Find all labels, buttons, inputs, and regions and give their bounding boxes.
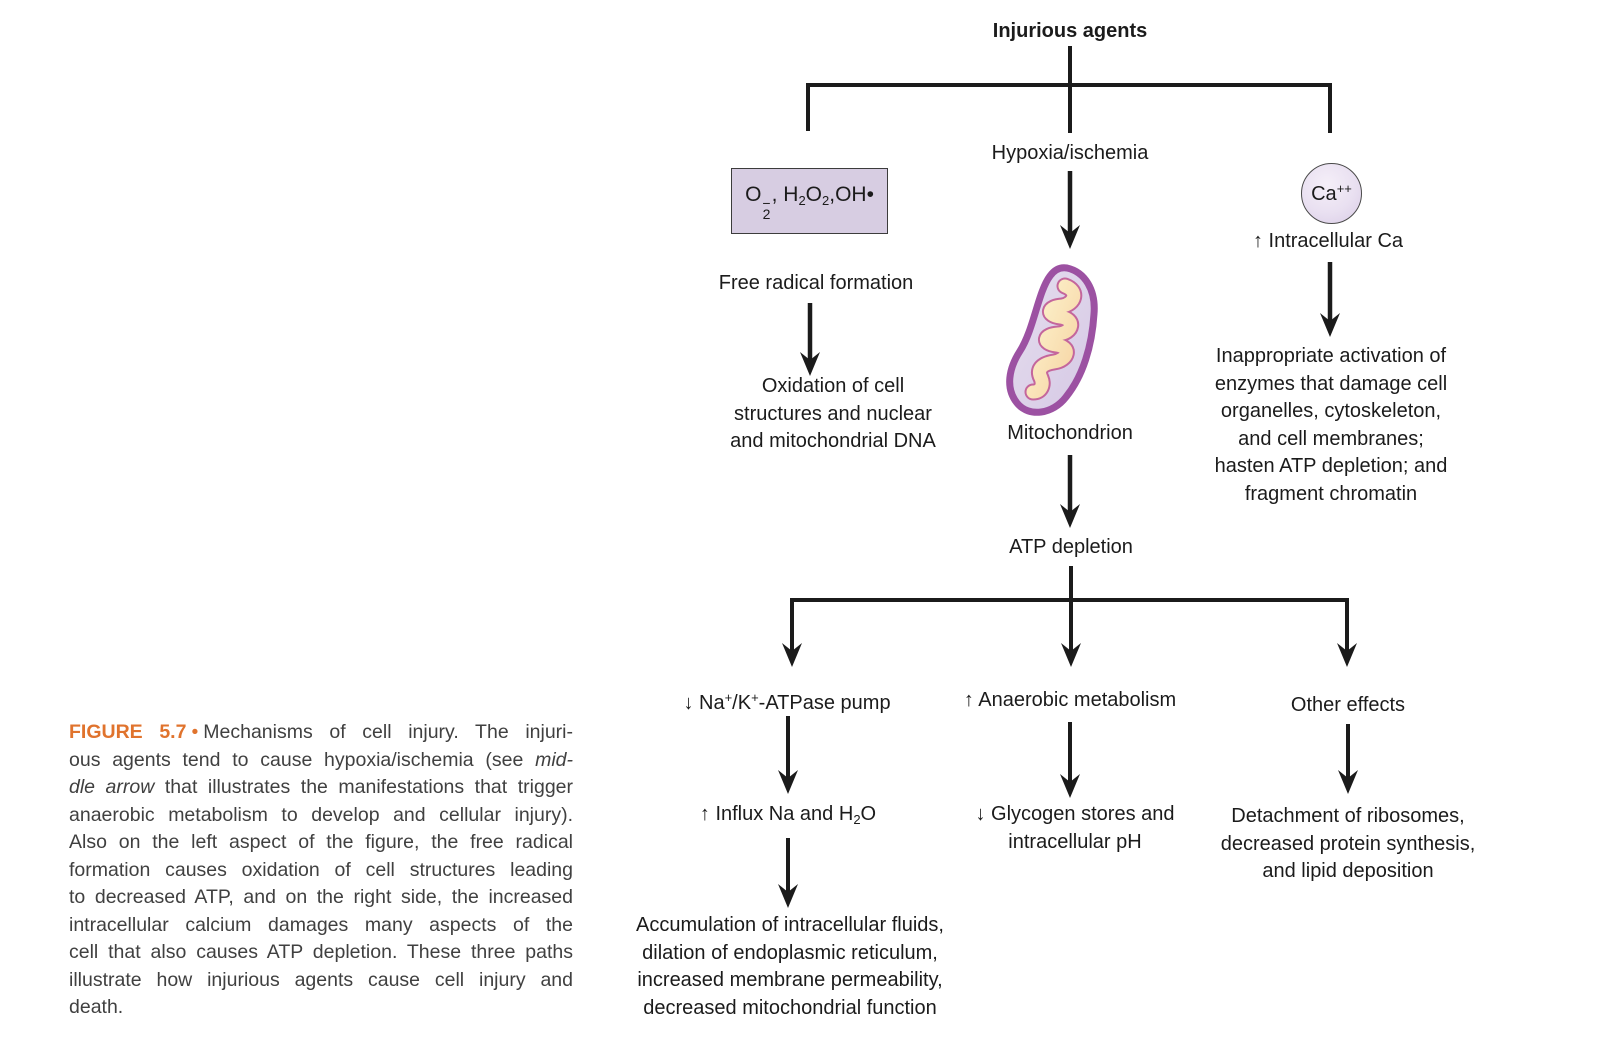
influx-label: ↑ Influx Na and H2O [699,803,877,827]
mitochondrion-label: Mitochondrion [1007,422,1133,444]
figure-number: FIGURE 5.7 [69,721,187,743]
arrow-down-icon [1338,724,1358,794]
calcium-effect-text: Inappropriate activation of enzymes that… [1215,343,1448,508]
text-line: organelles, cytoskeleton, [1220,400,1442,422]
text-line: and cell membranes; [1238,427,1424,450]
caption-line: to decreased ATP, and on the right side,… [69,886,573,908]
o2-minus-stack: −2 [762,194,771,222]
mitochondrion-cristae [1026,279,1081,399]
caption-line: death. [69,996,124,1018]
arrow-down-icon [1060,455,1080,528]
diagram-title: Injurious agents [992,20,1148,42]
arrow-down-icon [1061,566,1081,667]
text-line: Inappropriate activation of [1215,345,1447,367]
top-branch-lines [806,46,1332,133]
arrow-down-icon [1060,722,1080,798]
caption-line: FIGURE 5.7•Mechanisms of cell injury. Th… [69,721,573,743]
text-line: enzymes that damage cell [1214,372,1448,395]
arrow-down-icon [778,716,798,794]
anaerobic-metabolism-label: ↑ Anaerobic metabolism [963,689,1177,711]
bullet-icon: • [191,721,199,743]
oxidation-text: Oxidation of cell structures and nuclear… [730,373,936,456]
calcium-symbol: Ca++ [1311,181,1352,205]
text-line: structures and nuclear [734,402,932,425]
text-line: intracellular pH [1008,830,1142,853]
text-line: decreased protein synthesis, [1220,832,1476,855]
caption-line: ous agents tend to cause hypoxia/ischemi… [69,748,573,771]
caption-line: illustrate how injurious agents cause ce… [69,968,573,991]
natk-pump-label: ↓ Na+/K+-ATPase pump [683,690,891,714]
intracellular-ca-label: ↑ Intracellular Ca [1252,230,1404,252]
hypoxia-label: Hypoxia/ischemia [991,142,1149,164]
arrow-down-icon [778,838,798,908]
arrow-down-icon [1337,598,1357,667]
text-line: Oxidation of cell [761,375,905,397]
text-line: increased membrane permeability, [637,969,943,991]
caption-line: cell that also causes ATP depletion. The… [69,941,573,963]
caption-line: anaerobic metabolism to develop and cell… [69,803,573,826]
text-line: decreased mitochondrial function [643,996,937,1019]
arrow-down-icon [782,598,802,667]
detachment-text: Detachment of ribosomes, decreased prote… [1221,803,1476,886]
text-line: and mitochondrial DNA [730,430,936,452]
text-line: Accumulation of intracellular fluids, [636,914,944,936]
mitochondrion-illustration [1006,264,1098,416]
free-radical-formula-box: O−2, H2O2,OH• [731,168,888,234]
upper-arrows [800,171,1340,528]
arrow-down-icon [1060,171,1080,249]
accumulation-text: Accumulation of intracellular fluids, di… [636,912,944,1022]
free-radical-label: Free radical formation [718,272,914,294]
atp-depletion-label: ATP depletion [1009,536,1133,558]
text-line: Detachment of ribosomes, [1231,805,1465,827]
other-effects-label: Other effects [1290,694,1406,716]
text-line: dilation of endoplasmic reticulum, [642,941,938,964]
arrow-down-icon [800,303,820,376]
caption-line: formation causes oxidation of cell struc… [69,858,573,881]
text-line: ↓ Glycogen stores and [975,803,1175,825]
text-line: fragment chromatin [1244,482,1418,505]
lower-branch [778,566,1358,908]
arrow-down-icon [1320,262,1340,337]
text-line: and lipid deposition [1262,860,1434,882]
calcium-ion-circle: Ca++ [1301,163,1362,224]
caption-line: dle arrow that illustrates the manifesta… [69,776,573,798]
text-line: hasten ATP depletion; and [1214,455,1448,477]
formula-text: O−2, H2O2,OH• [745,182,874,222]
caption-line: intracellular calcium damages many aspec… [69,913,573,936]
caption-line: Also on the left aspect of the figure, t… [69,831,573,853]
glycogen-text: ↓ Glycogen stores and intracellular pH [976,801,1175,856]
figure-caption: FIGURE 5.7•Mechanisms of cell injury. Th… [69,719,573,1022]
